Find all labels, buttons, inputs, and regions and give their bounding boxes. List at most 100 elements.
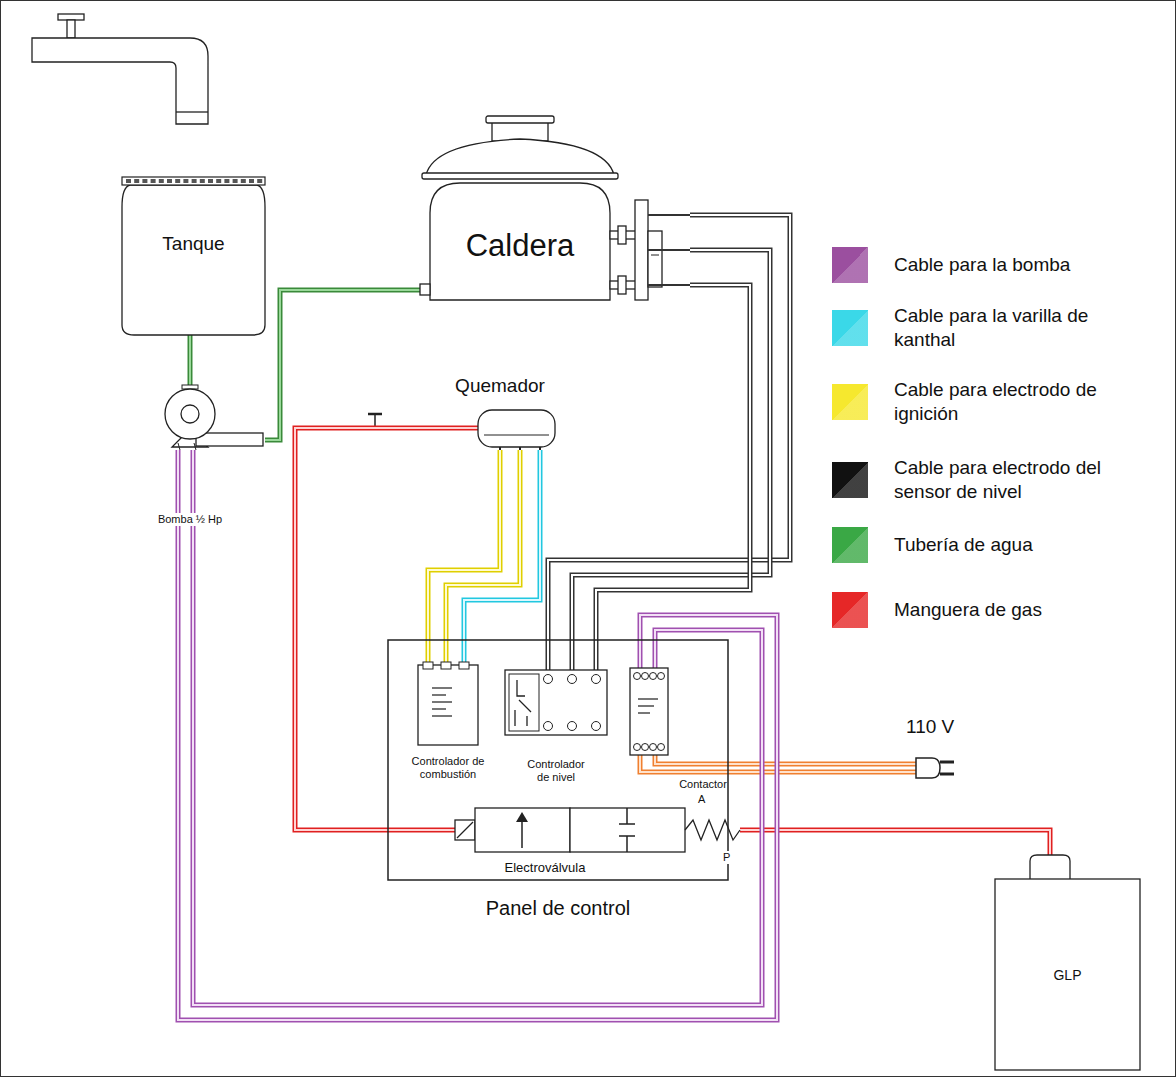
burner-inlet [440, 427, 478, 429]
connector-outline [188, 335, 193, 385]
rim-rib [241, 179, 246, 183]
connector-core [446, 450, 520, 665]
connector-core [193, 450, 762, 1005]
flow-arrowhead [516, 812, 528, 822]
legend-swatch [832, 384, 868, 420]
pipe-or-wire [265, 290, 430, 440]
burner-head [478, 410, 555, 447]
print-mark [638, 705, 654, 707]
print-mark [432, 715, 452, 717]
connector-outline [178, 450, 777, 1020]
legend-swatch [832, 592, 868, 628]
legend-text: Tubería de agua [894, 533, 1139, 557]
terminal [642, 744, 649, 751]
faucet [32, 14, 208, 124]
connector-outline [572, 250, 770, 670]
rim-rib [142, 179, 147, 183]
relay-contact [515, 680, 531, 726]
level-controller-outline [505, 670, 607, 735]
controller-body [505, 670, 607, 735]
terminal [459, 662, 469, 669]
tank: Tanque [122, 175, 265, 335]
connector-outline [446, 450, 520, 665]
node-label: Quemador [440, 375, 560, 398]
legend-text: Cable para la bomba [894, 253, 1139, 277]
terminal [568, 722, 577, 731]
contactor-body [630, 668, 668, 755]
sight-level [651, 255, 659, 256]
terminal [634, 744, 641, 751]
voltage-label: 110 V [905, 716, 955, 739]
boiler-outline [430, 115, 690, 305]
burner-terminal [519, 447, 521, 450]
lid-knob-top [486, 116, 554, 123]
faucet-mouth [176, 111, 208, 112]
burner-terminal [499, 447, 501, 450]
pipe-or-wire [178, 450, 777, 1020]
contactor: Contactor [630, 668, 668, 755]
solenoid [455, 820, 475, 840]
pipe-or-wire [572, 250, 770, 670]
plug-body [916, 758, 940, 778]
pipe-or-wire [190, 335, 191, 385]
boiler-body [430, 183, 610, 300]
terminal [634, 673, 641, 680]
terminal [544, 675, 553, 684]
node-label: GLP [995, 967, 1140, 984]
panel-frame [388, 640, 728, 880]
cylinder-body [995, 879, 1140, 1070]
shape-group [995, 855, 1140, 1070]
print-mark [432, 694, 446, 696]
shape-group [440, 410, 555, 450]
electrode-wire [648, 249, 690, 251]
node-label: Caldera [430, 227, 610, 264]
print-mark [638, 698, 658, 700]
shape-group [388, 640, 728, 880]
connector-outline [740, 830, 1050, 855]
rim-rib [208, 179, 213, 183]
shape-group [630, 668, 668, 755]
terminal [642, 673, 649, 680]
shape-group [420, 116, 690, 300]
rim-rib [233, 179, 238, 183]
legend-text: Cable para la varilla de kanthal [894, 304, 1139, 352]
pump-impeller [181, 405, 199, 423]
lid-knob [492, 121, 548, 141]
rim-rib [249, 179, 254, 183]
burner-inlet [440, 426, 478, 431]
gas-cylinder-outline [995, 855, 1140, 1070]
terminal [592, 722, 601, 731]
burner-seam [484, 435, 549, 436]
shape-group [455, 808, 740, 852]
cylinder-cap [1030, 855, 1070, 881]
terminal [650, 673, 657, 680]
relay-frame [509, 674, 539, 731]
combustion-controller-outline [418, 665, 478, 745]
terminal [423, 662, 433, 669]
legend-text: Cable para electrodo de ignición [894, 378, 1139, 426]
node-label: Controlador de nivel [521, 758, 591, 784]
faucet-stem [67, 20, 75, 38]
faucet-body [32, 38, 208, 124]
rim-rib [134, 179, 139, 183]
legend-entry: Tubería de agua [832, 523, 1139, 567]
connector-outline [596, 285, 750, 670]
terminal [544, 722, 553, 731]
legend-entry: Cable para electrodo del sensor de nivel [832, 458, 1139, 502]
tank-outline [122, 175, 265, 335]
connector-outline [464, 450, 540, 665]
burner-terminal [539, 447, 541, 450]
terminal [658, 744, 665, 751]
node-label: Tanque [122, 233, 265, 256]
faucet-handle [58, 14, 84, 20]
plug-prong [940, 761, 954, 764]
terminal [650, 744, 657, 751]
tank-rim [122, 177, 265, 185]
tube-nut [618, 226, 626, 244]
power-wire [655, 755, 916, 764]
connector-core [596, 285, 750, 670]
legend-text: Cable para electrodo del sensor de nivel [894, 456, 1139, 504]
tap-handle [368, 413, 382, 416]
valve-position [570, 808, 685, 852]
terminal [441, 662, 451, 669]
